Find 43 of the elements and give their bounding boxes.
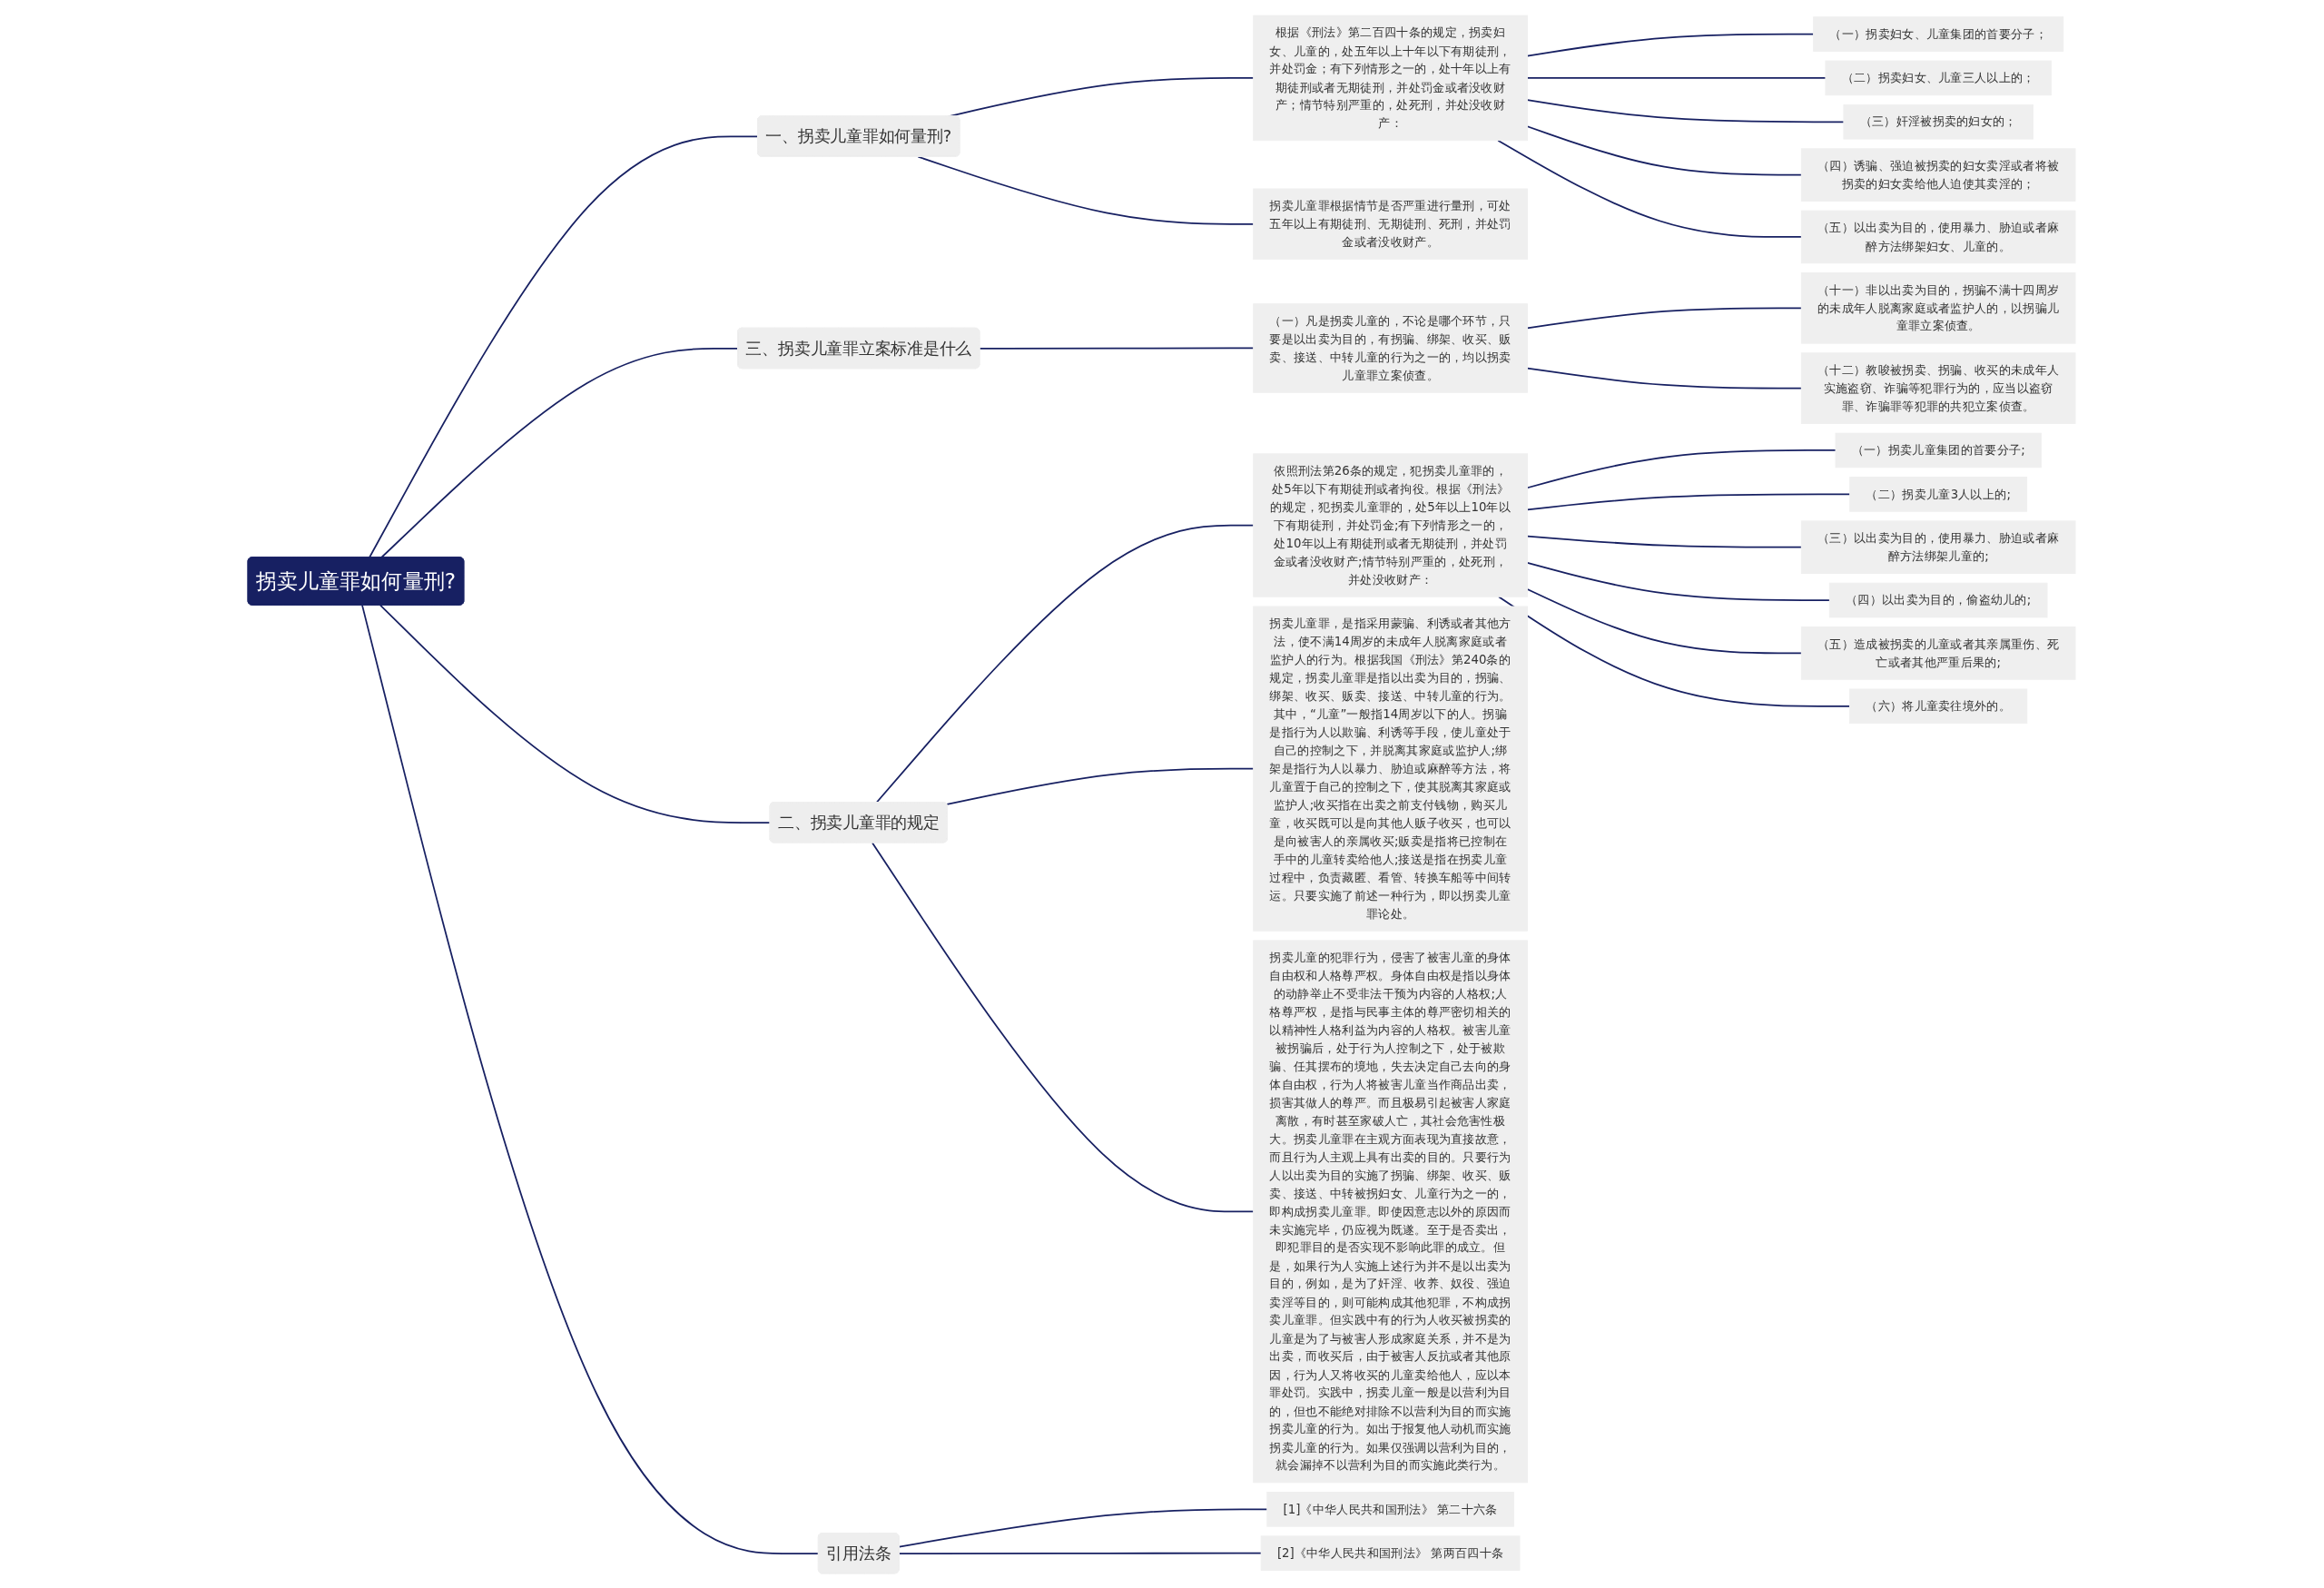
connector [379, 604, 772, 824]
node-box: （一）拐卖妇女、儿童集团的首要分子； [1813, 15, 2064, 52]
node-box: （二）拐卖儿童3人以上的; [1849, 476, 2028, 512]
connector [917, 155, 1255, 225]
connector [946, 767, 1255, 805]
connector [876, 524, 1255, 804]
node-box: 拐卖儿童罪，是指采用蒙骗、利诱或者其他方法，使不满14周岁的未成年人脱离家庭或者监护人的行为。根据我国《刑法》第240条的规定，拐卖儿童罪是指以出卖为目的，拐骗、绑架、收买、贩卖、接送、中转儿童的行为。其中，“儿童”一般指14周岁以下的人。拐骗是指行为人以欺骗、利诱等手段，使儿童处于自己的控制之下，并脱离其家庭或监护人;绑架是指行为人以暴力、胁迫或麻醉等方法，将儿童置于自己的控制之下，使其脱离其家庭或监护人;收买指在出卖之前支付钱物，购买儿童，收买既可以是向其他人贩子收买，也可以是向被害人的亲属收买;贩卖是指将已控制在手中的儿童转卖给他人;接送是指在拐卖儿童过程中，负责藏匿、看管、转换车船等中间转运。只要实施了前述一种行为，即以拐卖儿童罪论处。 [1253, 606, 1529, 932]
node-box: [1]《中华人民共和国刑法》 第二十六条 [1266, 1491, 1515, 1527]
node-box: （十二）教唆被拐卖、拐骗、收买的未成年人实施盗窃、诈骗等犯罪行为的，应当以盗窃罪、诈骗罪等犯罪的共犯立案侦查。 [1801, 351, 2076, 424]
connector [1527, 587, 1803, 654]
connector [1498, 595, 1851, 707]
connector [1527, 306, 1803, 329]
node-box: （四）以出卖为目的，偷盗幼儿的; [1829, 582, 2048, 617]
connector [899, 1507, 1269, 1547]
node-box: （十一）非以出卖为目的，拐骗不满十四周岁的未成年人脱离家庭或者监护人的，以拐骗儿童罪立案侦查。 [1801, 271, 2076, 344]
connector [1527, 535, 1803, 548]
connector [1527, 98, 1846, 123]
node-box: 依照刑法第26条的规定，犯拐卖儿童罪的，处5年以下有期徒刑或者拘役。根据《刑法》的规定，犯拐卖儿童罪的，处5年以上10年以下有期徒刑，并处罚金;有下列情形之一的，处10年以上有期徒刑或者无期徒刑，并处罚金或者没收财产;情节特别严重的，处死刑，并处没收财产： [1253, 452, 1529, 597]
connector [1497, 139, 1803, 238]
node-box: 拐卖儿童罪根据情节是否严重进行量刑，可处五年以上有期徒刑、无期徒刑、死刑，并处罚金或者没收财产。 [1253, 188, 1529, 260]
node-box: （一）拐卖儿童集团的首要分子; [1835, 432, 2043, 468]
node-box: （五）以出卖为目的，使用暴力、胁迫或者麻醉方法绑架妇女、儿童的。 [1801, 210, 2076, 263]
connector [1527, 33, 1815, 57]
node-box: （二）拐卖妇女、儿童三人以上的； [1825, 60, 2053, 95]
node-box: （三）奸淫被拐卖的妇女的； [1843, 104, 2034, 140]
node-box: （五）造成被拐卖的儿童或者其亲属重伤、死亡或者其他严重后果的; [1801, 626, 2076, 680]
connector [899, 1552, 1263, 1554]
connector [1527, 76, 1827, 79]
node-box: 拐卖儿童的犯罪行为，侵害了被害儿童的身体自由权和人格尊严权。身体自由权是指以身体的动静举止不受非法干预为内容的人格权;人格尊严权，是指与民事主体的尊严密切相关的以精神性人格利益为内容的人格权。被害儿童被拐骗后，处于行为人控制之下，处于被欺骗、任其摆布的境地，失去决定自己去向的身体自由权，行为人将被害儿童当作商品出卖，损害其做人的尊严。而且极易引起被害人家庭离散，有时甚至家破人亡，其社会危害性极大。拐卖儿童罪在主观方面表现为直接故意，而且行为人主观上具有出卖的目的。只要行为人以出卖为目的实施了拐骗、绑架、收买、贩卖、接送、中转被拐妇女、儿童行为之一的，即构成拐卖儿童罪。即使因意志以外的原因而未实施完毕，仍应视为既遂。至于是否卖出，即犯罪目的是否实现不影响此罪的成立。但是，如果行为人实施上述行为并不是以出卖为目的，例如，是为了奸淫、收养、奴役、强迫卖淫等目的，则可能构成其他犯罪，不构成拐卖儿童罪。但实践中有的行为人收买被拐卖的儿童是为了与被害人形成家庭关系，并不是为出卖，而收买后，由于被害人反抗或者其他原因，行为人又将收买的儿童卖给他人，应以本罪处罚。实践中，拐卖儿童一般是以营利为目的，但也不能绝对排除不以营利为目的而实施拐卖儿童的行为。如出于报复他人动机而实施拐卖儿童的行为。如果仅强调以营利为目的，就会漏掉不以营利为目的而实施此类行为。 [1253, 939, 1529, 1483]
node-box: [2]《中华人民共和国刑法》 第两百四十条 [1261, 1534, 1521, 1571]
node-box: （四）诱骗、强迫被拐卖的妇女卖淫或者将被拐卖的妇女卖给他人迫使其卖淫的； [1801, 147, 2076, 202]
connector [380, 347, 740, 558]
connector [1527, 449, 1837, 488]
node-box: 根据《刑法》第二百四十条的规定，拐卖妇女、儿童的，处五年以上十年以下有期徒刑，并处罚金；有下列情形之一的，处十年以上有期徒刑或者无期徒刑，并处罚金或者没收财产；情节特别严重的，处死刑，并处没收财产： [1253, 15, 1529, 141]
connector [1527, 124, 1803, 175]
connector [1527, 367, 1803, 389]
connector [1527, 492, 1851, 510]
node-box: （一）凡是拐卖儿童的，不论是哪个环节，只要是以出卖为目的，有拐骗、绑架、收买、贩卖、接送、中转儿童的行为之一的，均以拐卖儿童罪立案侦查。 [1253, 302, 1529, 393]
connector [979, 347, 1255, 350]
connector [1527, 561, 1831, 601]
node-box: （六）将儿童卖往境外的。 [1849, 688, 2028, 724]
node-box: （三）以出卖为目的，使用暴力、胁迫或者麻醉方法绑架儿童的; [1801, 519, 2076, 574]
connector [872, 841, 1255, 1212]
